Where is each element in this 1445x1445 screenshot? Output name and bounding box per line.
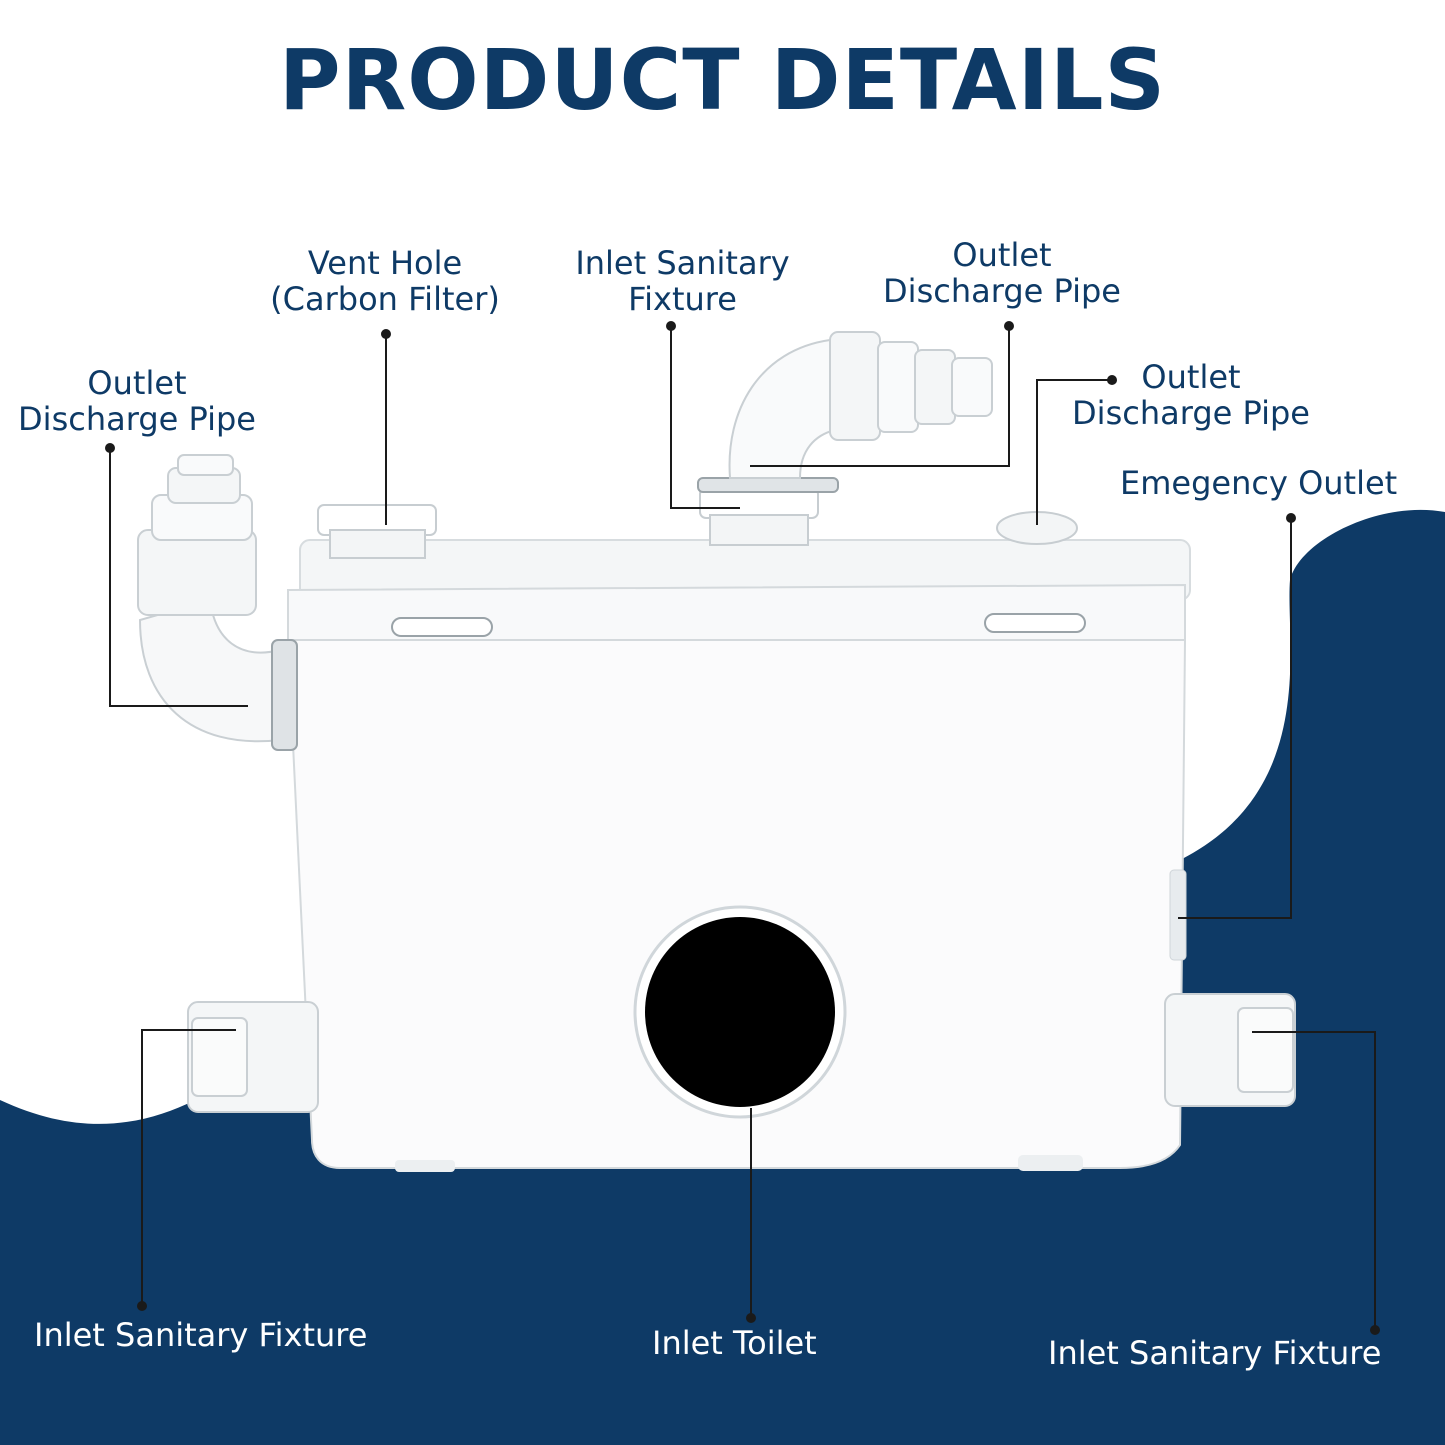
- callout-outlet-discharge-left: Outlet Discharge Pipe: [18, 364, 256, 438]
- left-side-inlet: [187, 1001, 319, 1113]
- page-title: PRODUCT DETAILS: [279, 31, 1166, 129]
- vent-hole-fitting: [317, 504, 437, 559]
- callout-outlet-discharge-right: Outlet Discharge Pipe: [1072, 358, 1310, 432]
- callout-lines: [109, 326, 1376, 1330]
- leader-outlet-discharge-right: [1036, 379, 1112, 525]
- callout-dots: [105, 321, 1380, 1335]
- leader-inlet-sanitary-top: [670, 326, 740, 509]
- leader-inlet-sanitary-bottom-right: [1252, 1031, 1376, 1330]
- right-side-inlet: [1164, 993, 1296, 1107]
- top-inlet-fitting: [697, 477, 839, 546]
- callout-inlet-toilet: Inlet Toilet: [652, 1324, 817, 1362]
- callout-inlet-sanitary-top: Inlet Sanitary Fixture: [575, 244, 790, 318]
- callout-vent-hole: Vent Hole (Carbon Filter): [270, 244, 500, 318]
- callout-inlet-sanitary-bottom-left: Inlet Sanitary Fixture: [34, 1316, 368, 1354]
- callout-emergency-outlet: Emegency Outlet: [1120, 464, 1398, 502]
- callout-outlet-discharge-top: Outlet Discharge Pipe: [883, 236, 1121, 310]
- leader-emergency-outlet: [1178, 518, 1292, 919]
- background-wave: [0, 509, 1445, 1445]
- leader-outlet-discharge-left: [109, 448, 248, 707]
- toilet-inlet: [633, 905, 847, 1119]
- leader-outlet-discharge-top: [750, 326, 1010, 467]
- elbow-discharge-pipe-top: [728, 331, 993, 479]
- leader-inlet-sanitary-bottom-left: [141, 1029, 236, 1306]
- callout-inlet-sanitary-bottom-right: Inlet Sanitary Fixture: [1048, 1334, 1382, 1372]
- macerator-unit: [286, 539, 1191, 1172]
